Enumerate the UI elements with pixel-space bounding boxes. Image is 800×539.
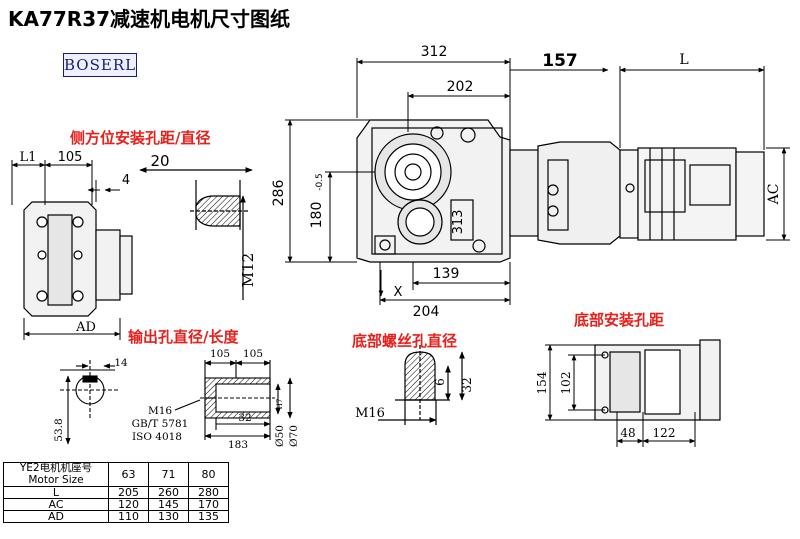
header-label-cn: YE2电机机座号 [19,462,93,474]
main-dimensions [285,58,790,305]
gb-standard: GB/T 5781 [132,418,189,430]
dim-204: 204 [413,304,440,320]
dim-AD: AD [75,320,96,335]
side-dimensions [11,160,121,340]
adapter-flange [509,149,539,237]
dim-32-bolt: 32 [460,377,474,392]
page-title: KA77R37减速机电机尺寸图纸 [8,7,291,31]
dim-20: 20 [150,152,169,170]
main-view [356,119,765,263]
dim-202: 202 [447,79,474,95]
header-label-en: Motor Size [28,473,84,486]
table-row: L 205 260 280 [3,486,229,499]
dim-L: L [679,52,688,68]
dim-102: 102 [559,372,573,395]
label-bottom-mount: 底部安装孔距 [574,311,664,329]
dim-48: 48 [620,426,635,440]
table-header-label: YE2电机机座号 Motor Size [3,462,109,487]
side-bolt-detail [139,167,253,300]
dim-32-shaft: 32 [238,412,251,424]
shaft-detail [60,360,293,445]
bottom-mount-view [594,339,721,421]
row-label: AC [3,498,109,511]
dim-4: 4 [122,173,130,188]
motor-body [637,147,737,241]
dim-phi50: Ø50 [274,425,286,447]
dim-286: 286 [271,180,287,207]
terminal-box [644,159,686,213]
table-cell: 260 [148,486,189,499]
dim-phi50-tolerance: H7 [276,399,284,410]
dim-313: 313 [451,210,466,235]
dim-157: 157 [542,51,578,71]
motor-size-table: YE2电机机座号 Motor Size 63 71 80 L 205 260 2… [3,462,229,523]
label-bottom-thread: 底部螺丝孔直径 [352,332,457,350]
dim-105-side: 105 [58,150,83,165]
row-label: L [3,486,109,499]
table-cell: 120 [108,498,149,511]
brand-logo: BOSERL [63,53,137,77]
bottom-mount-dimensions [545,344,696,447]
dim-312: 312 [421,44,448,60]
label-output-shaft: 输出孔直径/长度 [128,328,239,346]
dim-M12: M12 [239,253,257,287]
motor-flange [619,149,639,239]
table-row: AC 120 145 170 [3,498,229,511]
dim-M16-shaft: M16 [148,405,172,417]
size-71: 71 [148,462,189,487]
dim-180-tolerance: -0.5 [315,173,325,191]
motor-fan-cover [735,151,765,237]
table-row: AD 110 130 135 [3,510,229,523]
dim-180: 180 [309,202,325,229]
table-cell: 135 [188,510,229,523]
size-80: 80 [188,462,229,487]
dim-AC: AC [766,184,782,206]
table-cell: 170 [188,498,229,511]
dim-53-8: 53.8 [53,418,65,441]
dim-X: X [394,285,403,300]
dim-105-a: 105 [210,348,230,360]
dim-14: 14 [114,357,128,369]
dim-183: 183 [228,439,248,451]
table-cell: 205 [108,486,149,499]
dim-L1: L1 [20,150,37,165]
dim-154: 154 [535,371,549,394]
bottom-thread-detail [378,345,465,425]
dim-122: 122 [653,426,676,440]
row-label: AD [3,510,109,523]
dim-phi70: Ø70 [288,425,300,447]
dim-139: 139 [433,266,460,282]
dim-105-b: 105 [243,348,263,360]
side-view [23,201,133,317]
label-side-mount: 侧方位安装孔距/直径 [70,129,210,147]
dim-M16-bolt: M16 [355,406,385,421]
table-header-row: YE2电机机座号 Motor Size 63 71 80 [3,462,229,487]
iso-standard: ISO 4018 [132,431,182,443]
dim-6: 6 [433,378,447,386]
table-cell: 145 [148,498,189,511]
size-63: 63 [108,462,149,487]
main-dimension-labels: 312 157 L 202 AC 286 180 -0.5 139 204 X … [271,44,782,320]
table-cell: 110 [108,510,149,523]
table-cell: 130 [148,510,189,523]
table-cell: 280 [188,486,229,499]
